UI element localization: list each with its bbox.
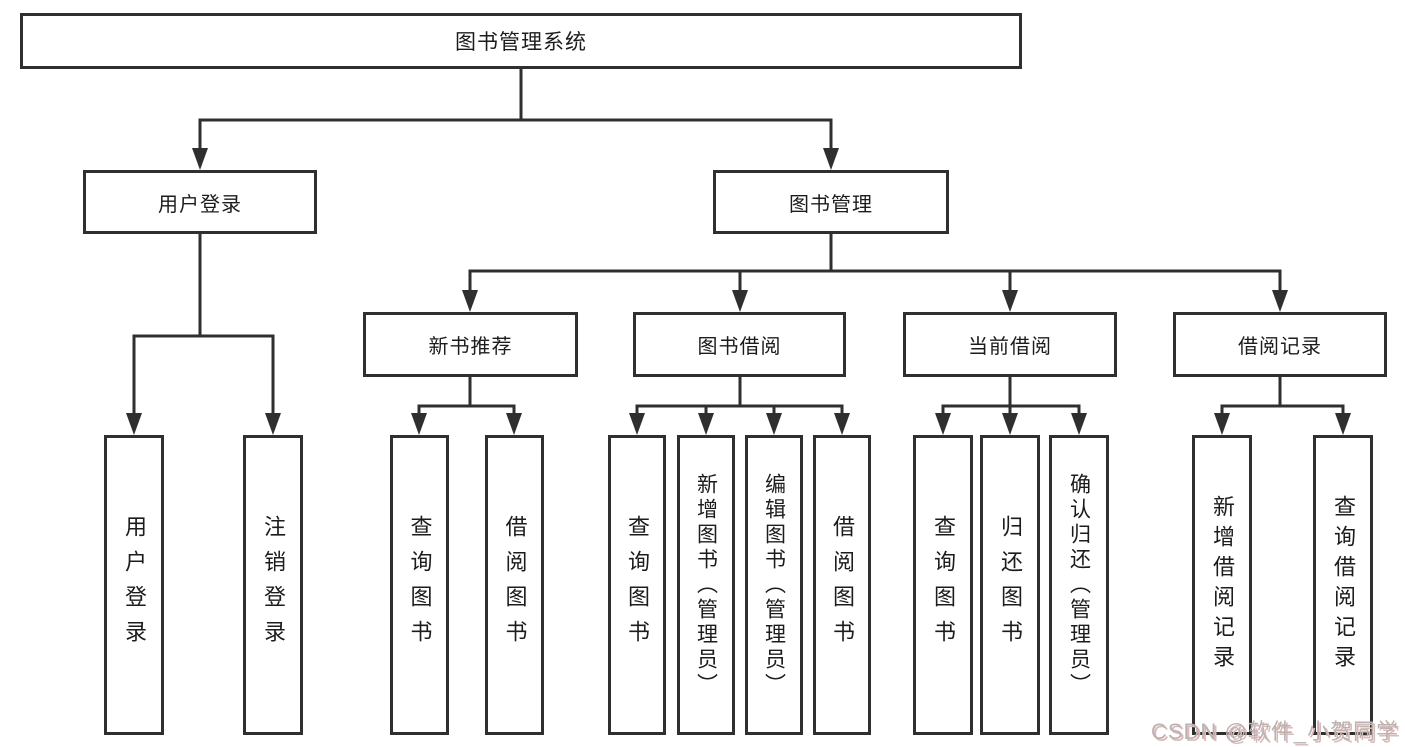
- leaf-return-books-label: 归还图书: [998, 515, 1023, 655]
- leaf-query-books-current-label: 查询图书: [931, 515, 956, 655]
- leaf-query-books-borrowing-label: 查询图书: [625, 515, 650, 655]
- leaf-query-borrow-record: 查询借阅记录: [1313, 435, 1373, 735]
- leaf-edit-books-admin-label: 编辑图书（管理员）: [762, 472, 786, 698]
- leaf-confirm-return-admin-label: 确认归还（管理员）: [1067, 472, 1091, 698]
- leaf-query-books-borrowing: 查询图书: [608, 435, 666, 735]
- node-book-borrowing: 图书借阅: [633, 312, 846, 377]
- leaf-confirm-return-admin: 确认归还（管理员）: [1049, 435, 1109, 735]
- leaf-query-books-recommend: 查询图书: [390, 435, 449, 735]
- leaf-logout: 注销登录: [243, 435, 303, 735]
- leaf-edit-books-admin: 编辑图书（管理员）: [745, 435, 803, 735]
- leaf-borrow-books-recommend-label: 借阅图书: [502, 515, 528, 655]
- leaf-borrow-books-recommend: 借阅图书: [485, 435, 544, 735]
- node-book-borrowing-label: 图书借阅: [697, 336, 782, 358]
- node-user-login-label: 用户登录: [158, 193, 242, 216]
- node-book-management-label: 图书管理: [789, 193, 873, 216]
- node-borrowing-records: 借阅记录: [1173, 312, 1387, 377]
- leaf-user-login: 用户登录: [104, 435, 164, 735]
- leaf-add-borrow-record-label: 新增借阅记录: [1210, 495, 1235, 675]
- node-borrowing-records-label: 借阅记录: [1238, 336, 1322, 358]
- node-root: 图书管理系统: [20, 13, 1022, 69]
- leaf-add-borrow-record: 新增借阅记录: [1192, 435, 1252, 735]
- leaf-add-books-admin-label: 新增图书（管理员）: [694, 472, 718, 698]
- leaf-query-borrow-record-label: 查询借阅记录: [1331, 495, 1356, 675]
- arrowheads: [126, 148, 1351, 435]
- node-current-borrowing-label: 当前借阅: [968, 336, 1052, 358]
- node-book-management: 图书管理: [713, 170, 949, 234]
- leaf-query-books-recommend-label: 查询图书: [407, 515, 433, 655]
- leaf-return-books: 归还图书: [980, 435, 1040, 735]
- leaf-query-books-current: 查询图书: [913, 435, 973, 735]
- leaf-borrow-books-borrowing-label: 借阅图书: [830, 515, 855, 655]
- leaf-user-login-label: 用户登录: [122, 515, 147, 655]
- node-root-label: 图书管理系统: [455, 31, 587, 54]
- csdn-watermark: CSDN @软件_小贺同学: [1150, 719, 1399, 744]
- leaf-borrow-books-borrowing: 借阅图书: [813, 435, 871, 735]
- node-new-book-recommend: 新书推荐: [363, 312, 578, 377]
- node-user-login: 用户登录: [83, 170, 317, 234]
- node-current-borrowing: 当前借阅: [903, 312, 1117, 377]
- node-new-book-recommend-label: 新书推荐: [428, 336, 513, 358]
- leaf-logout-label: 注销登录: [261, 515, 286, 655]
- leaf-add-books-admin: 新增图书（管理员）: [677, 435, 735, 735]
